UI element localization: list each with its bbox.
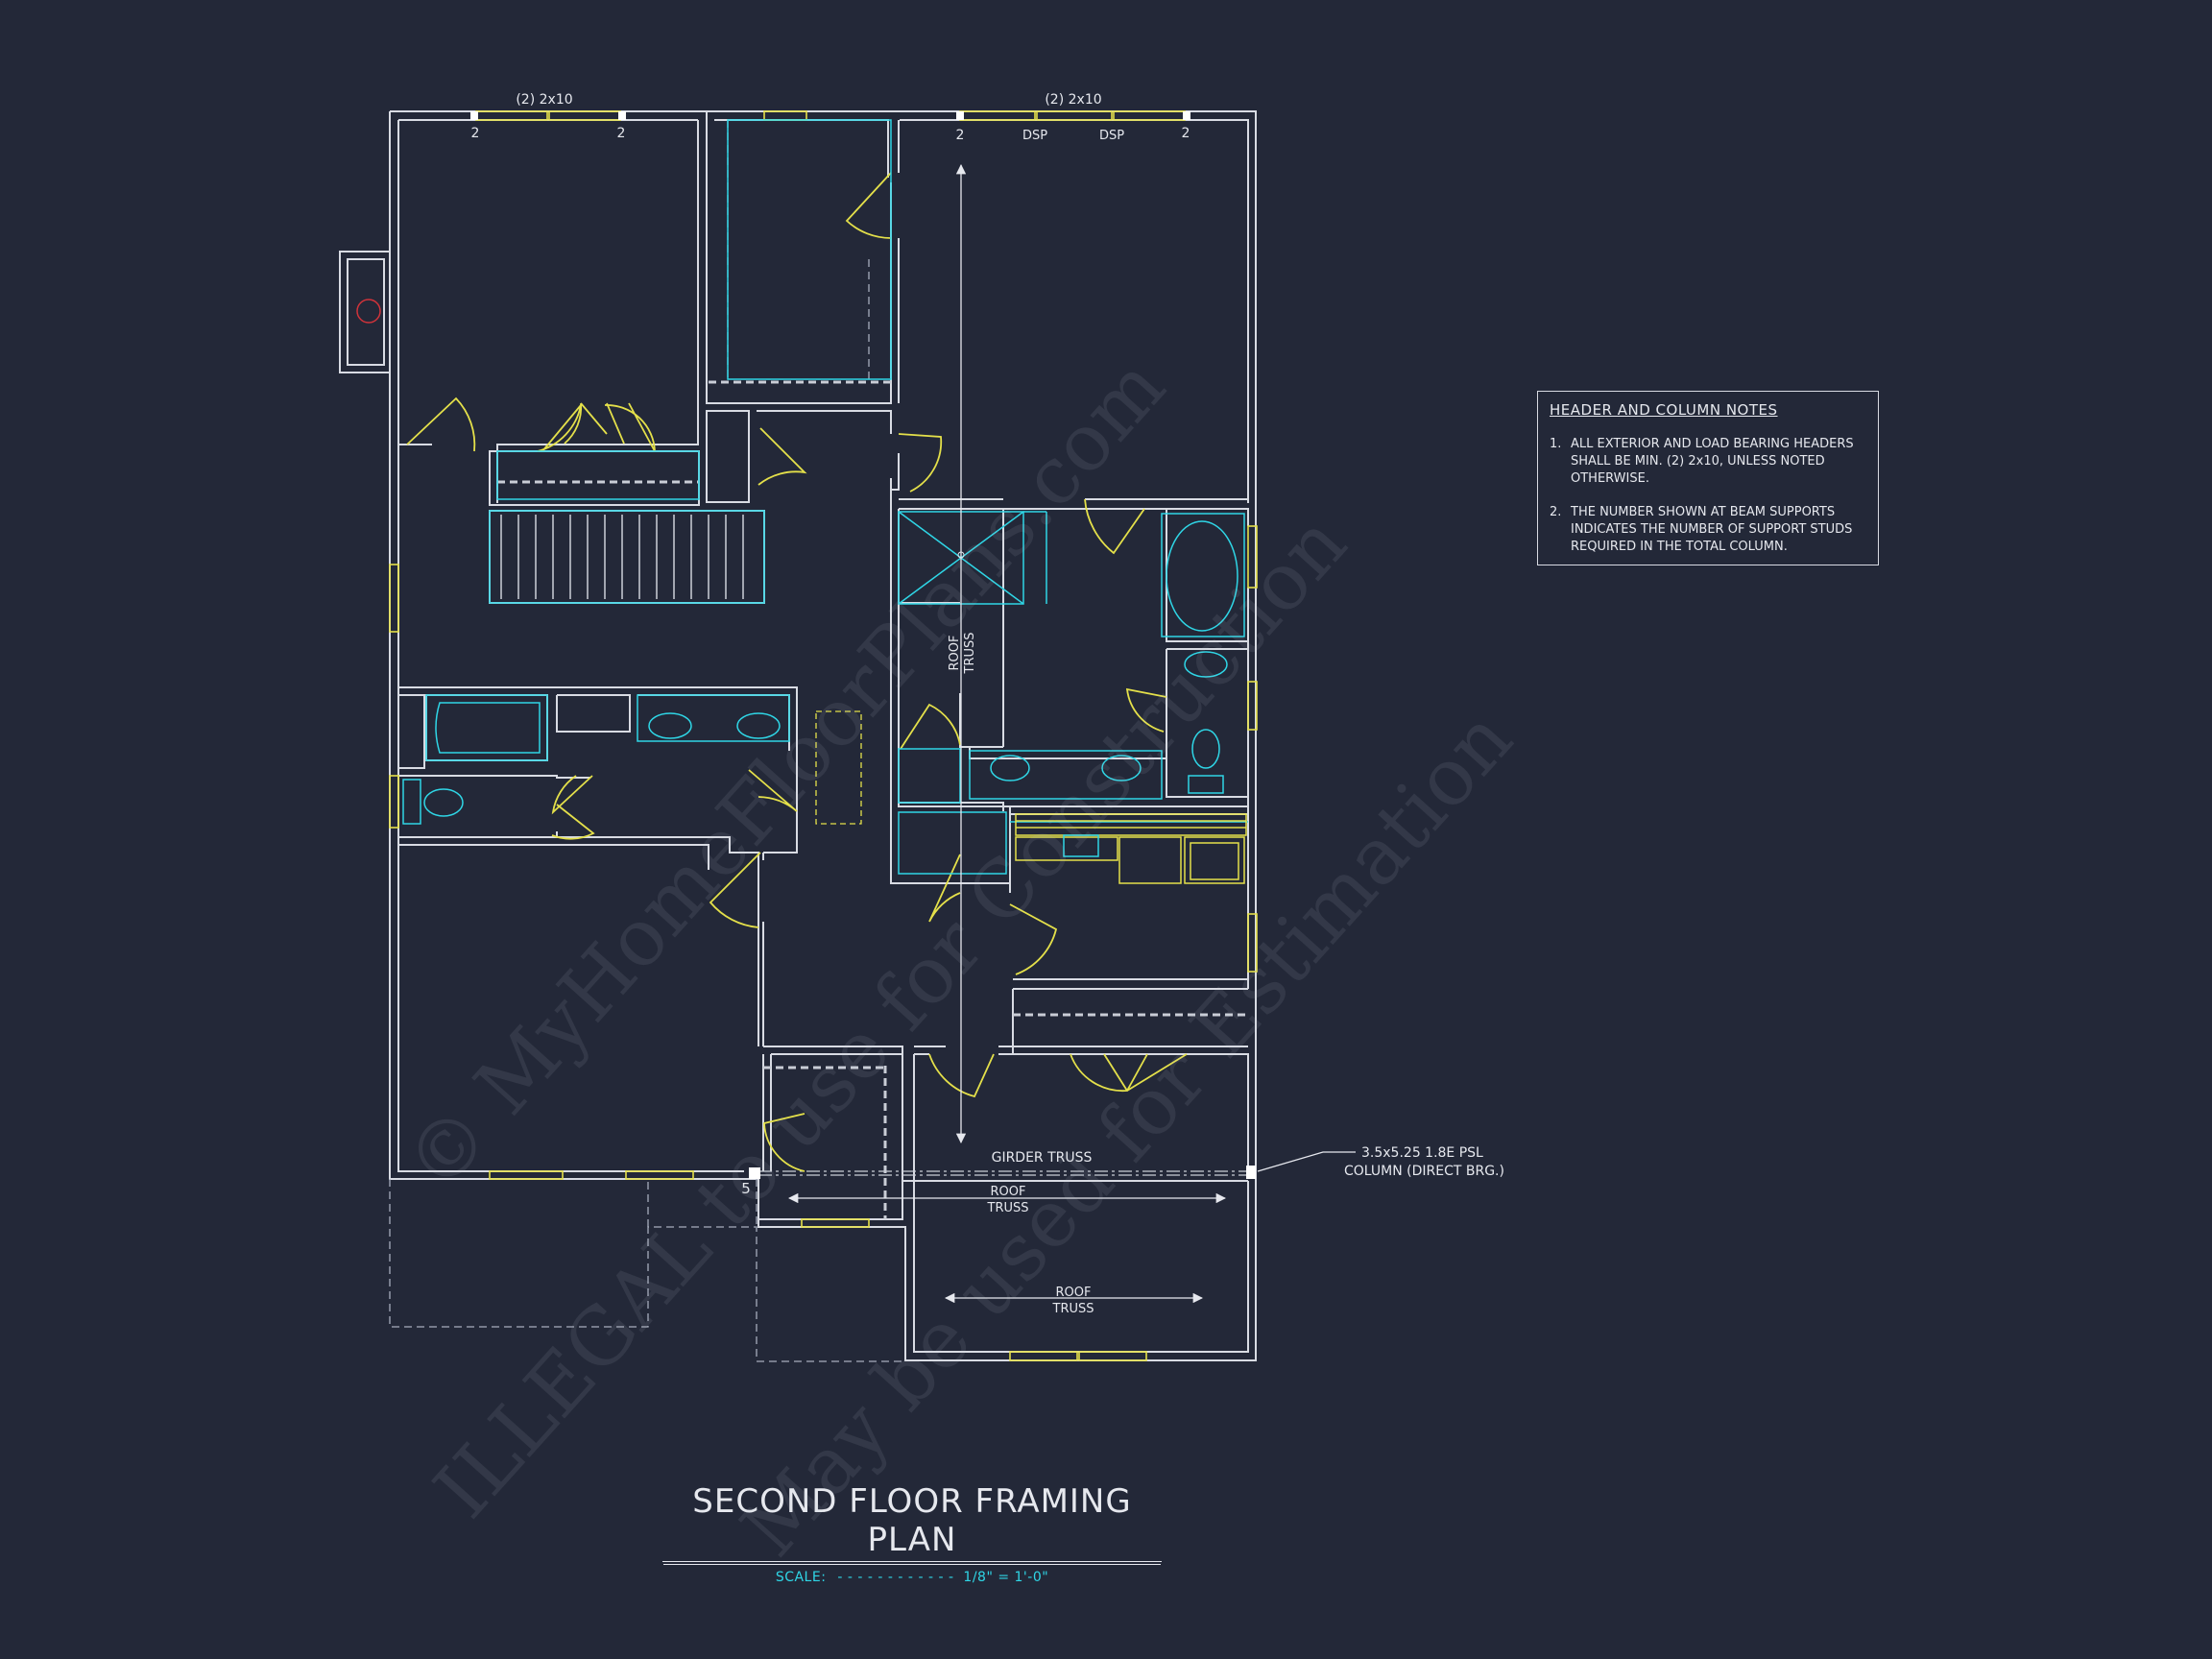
- note-item: 1. ALL EXTERIOR AND LOAD BEARING HEADERS…: [1550, 436, 1866, 488]
- stud-count: 2: [471, 126, 480, 141]
- note-number: 1.: [1550, 437, 1562, 451]
- chimney: [339, 251, 391, 373]
- scale-line: SCALE: - - - - - - - - - - - - 1/8" = 1'-…: [662, 1570, 1162, 1585]
- truss-label: TRUSS: [987, 1201, 1029, 1215]
- title-block: SECOND FLOOR FRAMING PLAN SCALE: - - - - …: [662, 1482, 1162, 1585]
- scale-value: 1/8" = 1'-0": [963, 1570, 1049, 1585]
- dsp-label: DSP: [1022, 129, 1047, 143]
- note-item: 2. THE NUMBER SHOWN AT BEAM SUPPORTS IND…: [1550, 504, 1866, 556]
- drawing-title: SECOND FLOOR FRAMING PLAN: [662, 1482, 1162, 1562]
- truss-label: TRUSS: [1052, 1302, 1094, 1316]
- dsp-label: DSP: [1099, 129, 1124, 143]
- stud-count: 2: [956, 128, 965, 143]
- laundry-area: [1015, 813, 1247, 884]
- note-text: THE NUMBER SHOWN AT BEAM SUPPORTS INDICA…: [1571, 505, 1853, 554]
- header-callout-left: (2) 2x10: [516, 92, 572, 108]
- flue-icon: [356, 299, 381, 324]
- bathtub: [425, 694, 548, 761]
- girder-truss-label: GIRDER TRUSS: [992, 1150, 1093, 1166]
- truss-label-vertical: TRUSS: [963, 633, 977, 675]
- notes-title: HEADER AND COLUMN NOTES: [1550, 401, 1778, 419]
- roof-label: ROOF: [1056, 1286, 1092, 1300]
- fixtures: [402, 119, 1248, 875]
- roof-label-vertical: ROOF: [948, 636, 962, 671]
- scale-dashes: - - - - - - - - - - - -: [837, 1570, 964, 1585]
- header-callout-right: (2) 2x10: [1045, 92, 1101, 108]
- stud-count: 2: [1182, 126, 1190, 141]
- column-callout-line1: 3.5x5.25 1.8E PSL: [1361, 1145, 1483, 1161]
- stud-count: 2: [617, 126, 626, 141]
- column-callout-line2: COLUMN (DIRECT BRG.): [1344, 1164, 1504, 1179]
- doors: [406, 172, 1188, 1172]
- header-column-notes: HEADER AND COLUMN NOTES 1. ALL EXTERIOR …: [1537, 391, 1879, 565]
- note-text: ALL EXTERIOR AND LOAD BEARING HEADERS SH…: [1571, 437, 1854, 486]
- master-tub: [1166, 520, 1238, 632]
- roof-label: ROOF: [991, 1185, 1026, 1199]
- master-vanity: [969, 750, 1163, 800]
- scale-label: SCALE:: [775, 1570, 827, 1585]
- attic-access: [815, 710, 862, 825]
- note-number: 2.: [1550, 505, 1562, 519]
- header-supports: [470, 111, 1256, 1179]
- stud-count: 5: [741, 1180, 751, 1197]
- plan-labels: (2) 2x10 (2) 2x10 2 2 2 DSP DSP 2 ROOF T…: [471, 92, 1504, 1316]
- stair-treads: [500, 515, 744, 599]
- stair: [489, 510, 765, 604]
- span-arrows: [787, 163, 1356, 1304]
- hall-vanity: [637, 694, 790, 742]
